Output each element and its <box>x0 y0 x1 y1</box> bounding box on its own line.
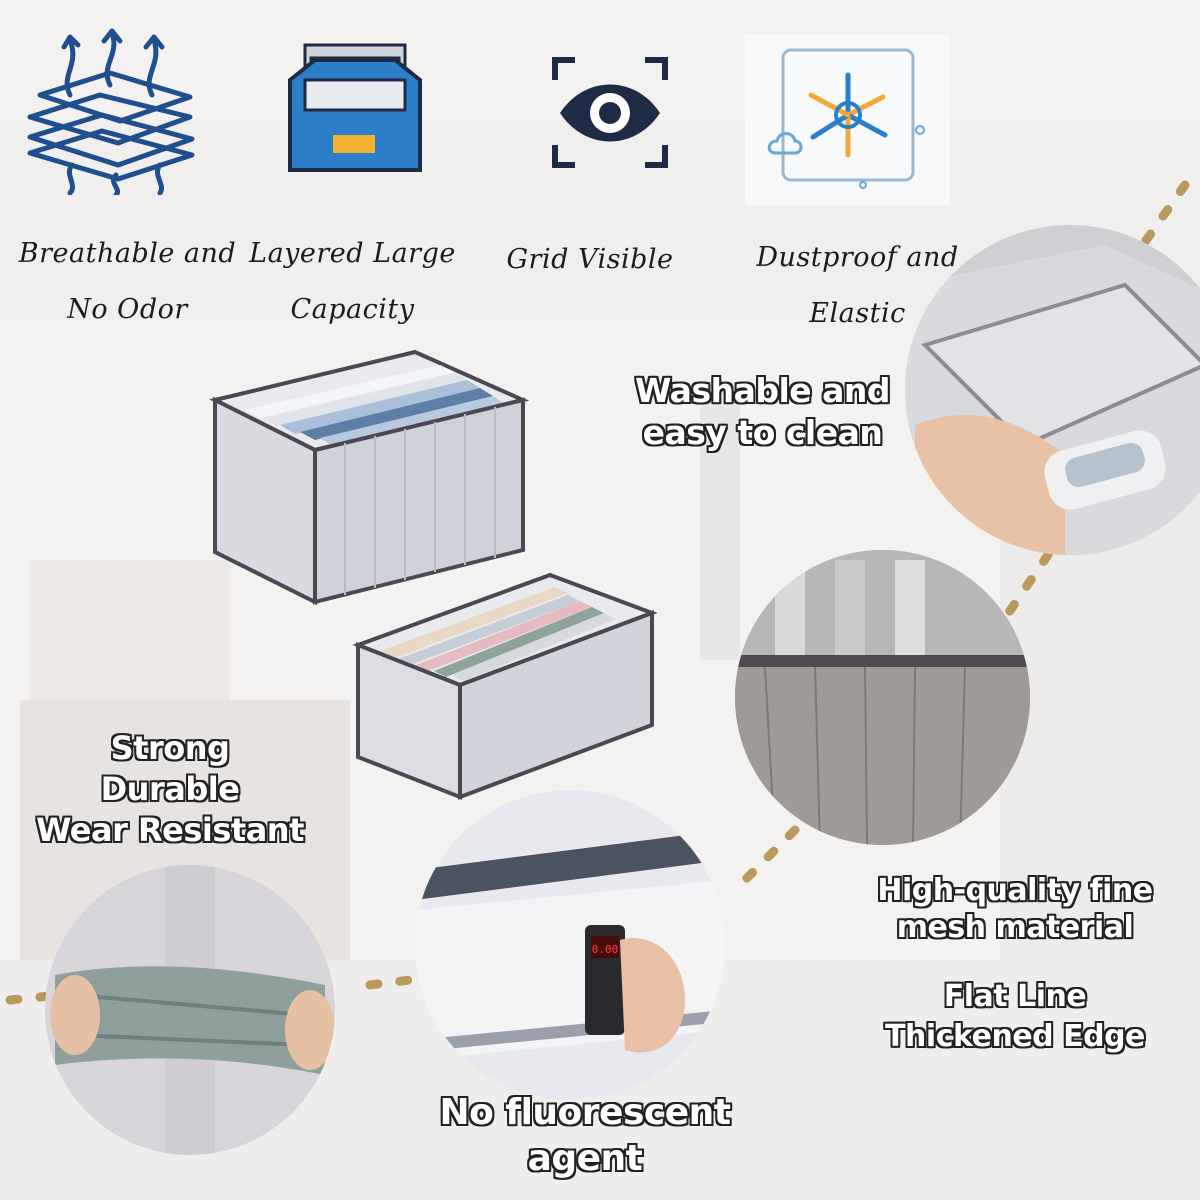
feature-label-capacity: Layered Large Capacity <box>249 238 456 325</box>
drawer-tray-icon <box>288 43 422 172</box>
mesh-closeup-photo <box>735 550 1030 845</box>
washing-photo <box>905 225 1200 555</box>
mesh-organizer-small-image <box>352 572 658 800</box>
callout-no-fluorescent: No fluorescent agent <box>439 1092 731 1179</box>
breathable-layers-icon <box>27 28 195 195</box>
feature-label-breathable: Breathable and No Odor <box>18 238 237 325</box>
callout-thickened-edge: Flat Line Thickened Edge <box>885 979 1145 1054</box>
feature-label-dustproof: Dustproof and Elastic <box>756 242 959 329</box>
meter-readout: 0.00 <box>592 943 619 956</box>
callout-washable: Washable and easy to clean <box>634 371 891 452</box>
fluorescent-test-photo: 0.00 <box>415 790 725 1100</box>
dustproof-fan-icon <box>745 35 950 205</box>
mesh-organizer-large-image <box>209 349 530 606</box>
callout-strong-durable: Strong Durable Wear Resistant <box>36 729 304 849</box>
stretch-test-photo <box>45 865 335 1155</box>
feature-label-grid-visible: Grid Visible <box>506 244 674 275</box>
callout-mesh-material: High-quality fine mesh material <box>877 873 1153 945</box>
eye-scan-icon <box>552 57 668 168</box>
